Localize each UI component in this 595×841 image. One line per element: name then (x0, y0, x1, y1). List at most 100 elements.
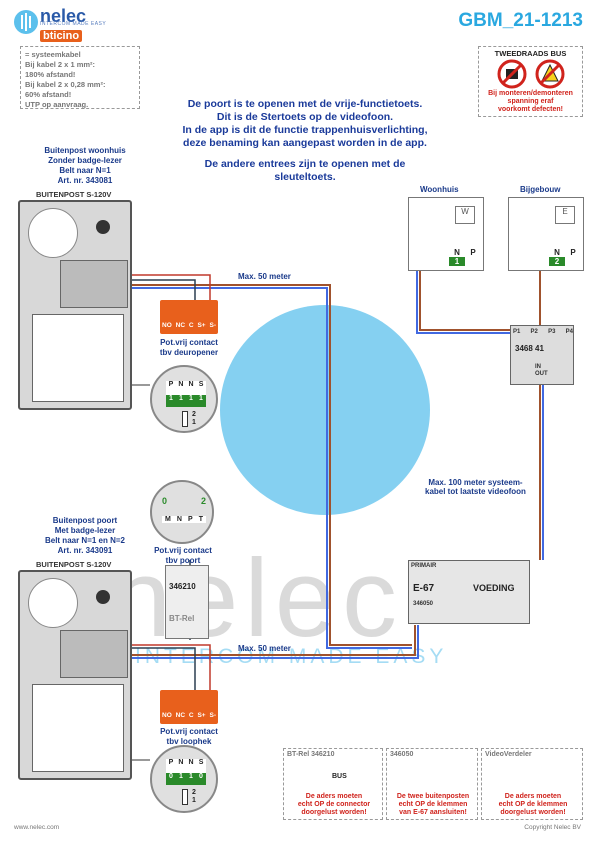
pin-label: C (188, 322, 194, 329)
info-line: 60% afstand! (25, 90, 72, 99)
bottom-outdoor-panel (18, 570, 132, 780)
cfg-header: S (198, 759, 204, 766)
jumper-label: 2 (192, 789, 196, 796)
caption-line: Buitenpost poort (52, 516, 118, 525)
zoom-hdr: P (187, 516, 193, 523)
cfg-value: 1 (189, 395, 193, 402)
jumper-label: 1 (192, 797, 196, 804)
monitor-screen: W (455, 206, 475, 224)
warning-text: Bij monteren/demonteren spanning eraf vo… (479, 90, 582, 114)
info-line: Bij kabel 2 x 0,28 mm²: (25, 80, 106, 89)
caption-line: Art. nr. 343081 (57, 176, 113, 185)
distributor-code: 3468 41 (515, 344, 544, 353)
cfg-header: N (188, 759, 194, 766)
pin-label: NC (175, 322, 186, 329)
speaker-grille (28, 208, 78, 258)
config-header: P N N S (166, 759, 206, 773)
top-panel-model: BUITENPOST S-120V (36, 190, 112, 199)
config-values: 0 1 1 0 (166, 773, 206, 785)
relay-code: 346210 (169, 582, 196, 591)
hint-box-psu: 346050 De twee buitenposten echt OP de k… (386, 748, 478, 820)
system-line: Max. 100 meter systeem- (428, 478, 523, 487)
hint-text: De aders moeten echt OP de connector doo… (286, 793, 382, 817)
cfg-hdr: N (554, 248, 560, 257)
hint-line: echt OP de connector (297, 801, 371, 808)
instructions-block-1: De poort is te openen met de vrije-funct… (150, 98, 460, 150)
warning-line: spanning eraf (507, 98, 554, 105)
caption-line: Pot.vrij contact (154, 546, 212, 555)
warning-line: Bij monteren/demonteren (488, 90, 573, 97)
hint-line: echt OP de klemmen (498, 801, 568, 808)
no-tool-icon (535, 59, 565, 89)
hint-box-distributor: VideoVerdeler De aders moeten echt OP de… (481, 748, 583, 820)
pin-labels: NO NC C S+ S- (162, 322, 216, 329)
nelec-logo-icon (14, 10, 38, 34)
hint-text: De aders moeten echt OP de klemmen doorg… (484, 793, 582, 817)
warning-line: voorkomt defecten! (498, 106, 563, 113)
camera-lens (96, 590, 110, 604)
bottom-pot-contact: NO NC C S+ S- (160, 690, 218, 724)
caption-line: Art. nr. 343091 (57, 546, 113, 555)
cfg-val: 1 (449, 257, 465, 266)
info-line: Bij kabel 2 x 1 mm²: (25, 60, 96, 69)
psu-model: E-67 (413, 583, 435, 594)
relay-zoom: 0 2 M N P T (150, 480, 214, 544)
cable-info-box: = systeemkabel Bij kabel 2 x 1 mm²: 180%… (20, 46, 140, 109)
io-label: OUT (535, 371, 548, 377)
watermark-subtext: INTERCOM MADE EASY (135, 645, 448, 668)
zoom-value: 0 (162, 496, 168, 506)
port-label: P1 (513, 329, 521, 335)
bottom-panel-model: BUITENPOST S-120V (36, 560, 112, 569)
instruction-line: De andere entrees zijn te openen met de (204, 158, 406, 170)
info-line: = systeemkabel (25, 50, 81, 59)
port-label: P4 (565, 329, 573, 335)
watermark-text: nelec (110, 537, 403, 660)
relay-sub: BT-Rel (169, 614, 195, 623)
partner-brand: bticino (40, 30, 83, 42)
speaker-grille (28, 578, 78, 628)
cfg-value: 1 (179, 395, 183, 402)
cfg-value: 1 (179, 773, 183, 780)
button-module (32, 684, 124, 772)
warning-box: TWEEDRAADS BUS Bij monteren/demonteren s… (478, 46, 583, 117)
instruction-line: Dit is de Stertoets op de videofoon. (216, 111, 394, 123)
pin-label: S- (209, 322, 216, 329)
psu-code: 346050 (413, 601, 434, 607)
hint-line: De aders moeten (504, 793, 562, 800)
no-plug-icon (497, 59, 527, 89)
pin-label: S- (209, 712, 216, 719)
brand-name: nelec (40, 6, 87, 26)
port-label: P2 (530, 329, 538, 335)
zoom-value: 2 (200, 496, 206, 506)
jumper-label: 1 (192, 419, 196, 426)
warning-title: TWEEDRAADS BUS (494, 49, 567, 58)
button-module (32, 314, 124, 402)
bottom-pot-caption: Pot.vrij contact tbv loophek (150, 727, 228, 747)
zoom-hdr: N (176, 516, 182, 523)
watermark-circle (220, 305, 430, 515)
hint-title: VideoVerdeler (485, 751, 532, 758)
cfg-header: S (198, 381, 204, 388)
hint-line: doorgelust worden! (500, 809, 566, 816)
cfg-header: N (178, 381, 184, 388)
cfg-hdr: N (454, 248, 460, 257)
brand-tagline: INTERCOM MADE EASY (40, 21, 107, 27)
relay-caption: Pot.vrij contact tbv poort (143, 546, 223, 566)
wire-length-top: Max. 50 meter (238, 272, 291, 281)
psu-name: VOEDING (473, 583, 515, 593)
power-supply: PRIMAIR E-67 VOEDING 346050 (408, 560, 530, 624)
cfg-val: 2 (549, 257, 565, 266)
zoom-hdr: T (198, 516, 203, 523)
caption-line: Belt naar N=1 en N=2 (44, 536, 126, 545)
jumper-switch (182, 411, 188, 427)
bt-rel-relay: 346210 BT-Rel (165, 565, 209, 639)
pin-label: NC (175, 712, 186, 719)
hint-line: van E-67 aansluiten! (399, 809, 467, 816)
instruction-line: sleuteltoets. (274, 171, 336, 183)
instructions-block-2: De andere entrees zijn te openen met de … (150, 158, 460, 184)
config-values: 1 1 1 1 (166, 395, 206, 407)
